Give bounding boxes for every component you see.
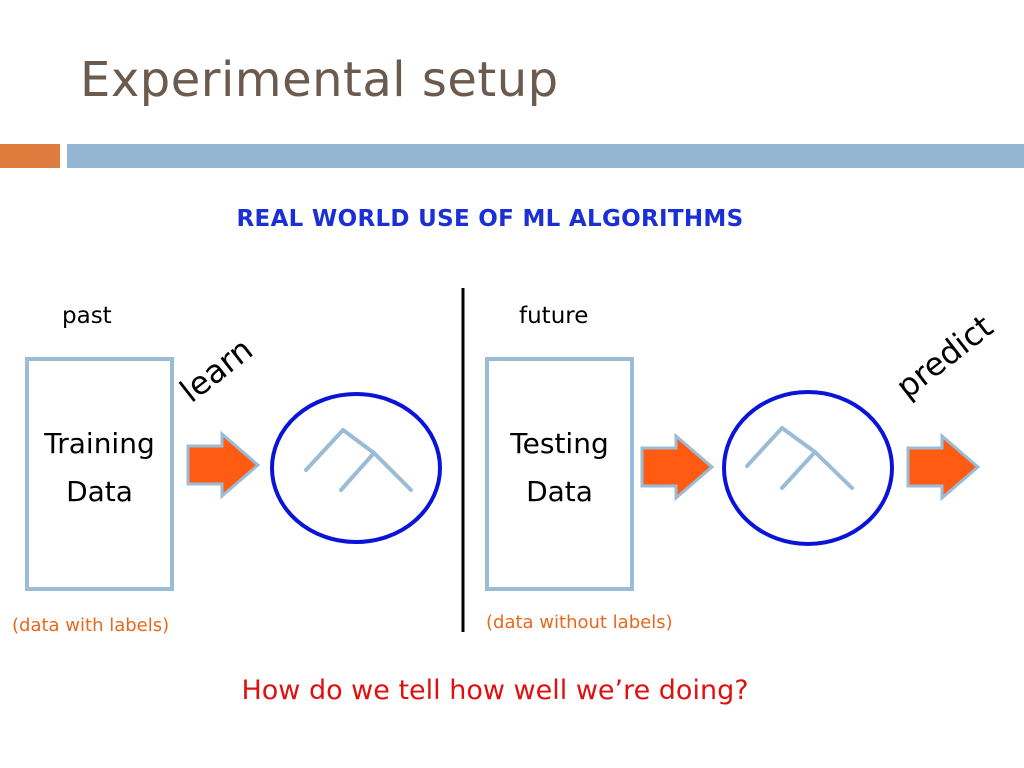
predict-arrow-icon [906, 432, 981, 502]
training-data-box [25, 357, 174, 591]
accent-bar-orange [0, 144, 60, 168]
learn-label: learn [172, 330, 260, 410]
training-data-line1: Training [44, 427, 155, 460]
apply-arrow-icon [640, 432, 715, 502]
training-data-line2: Data [66, 475, 133, 508]
testing-data-box [485, 357, 634, 591]
model-circle-icon-left [270, 392, 442, 544]
testing-note: (data without labels) [486, 612, 673, 633]
predict-label: predict [888, 307, 1001, 406]
accent-bar-blue [67, 144, 1024, 168]
subtitle: REAL WORLD USE OF ML ALGORITHMS [236, 206, 744, 232]
slide-title: Experimental setup [80, 52, 559, 108]
model-circle-icon-right [722, 390, 894, 546]
testing-data-line2: Data [526, 475, 593, 508]
question-text: How do we tell how well we’re doing? [241, 675, 749, 706]
future-label: future [519, 303, 589, 329]
vertical-divider [461, 288, 465, 632]
testing-data-line1: Testing [510, 427, 609, 460]
training-note: (data with labels) [12, 615, 170, 636]
past-label: past [62, 303, 112, 329]
learn-arrow-icon [186, 430, 261, 500]
